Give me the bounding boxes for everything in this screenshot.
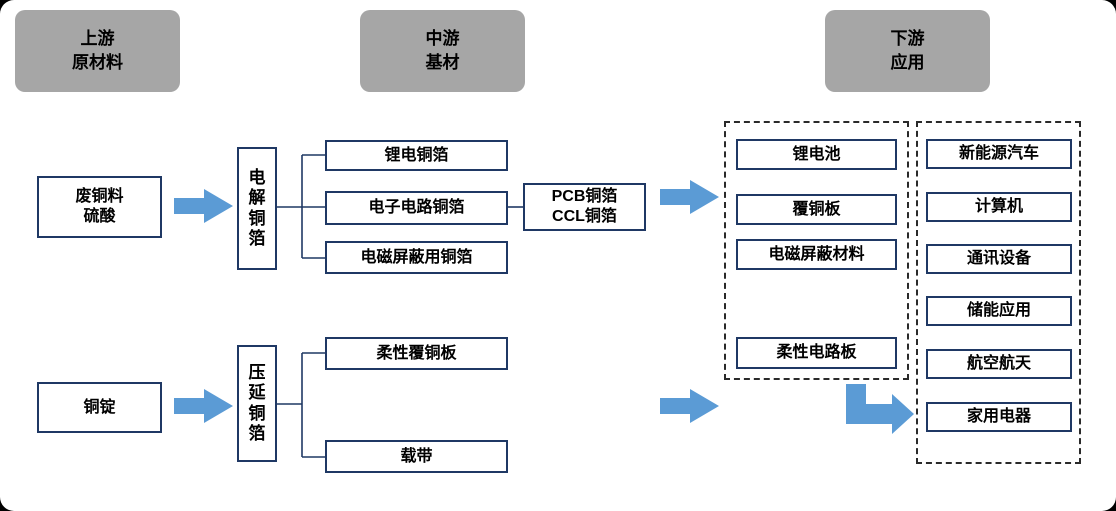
node-copper-clad-laminate: 覆铜板	[736, 194, 897, 225]
node-lithium-battery: 锂电池	[736, 139, 897, 170]
node-rolled-copper-foil-label: 压延铜箔	[248, 362, 266, 443]
arrow-scrap-to-electrolytic	[174, 189, 233, 223]
downstream-materials-group	[724, 121, 909, 380]
downstream-applications-group	[916, 121, 1081, 464]
header-upstream: 上游 原材料	[15, 10, 180, 92]
node-rolled-copper-foil: 压延铜箔	[237, 345, 277, 462]
arrow-midstream-to-downstream-bottom	[660, 389, 719, 423]
arrow-ingot-to-rolled	[174, 389, 233, 423]
node-communication-equipment: 通讯设备	[926, 244, 1072, 274]
node-home-appliances: 家用电器	[926, 402, 1072, 432]
arrow-midstream-to-downstream-top	[660, 180, 719, 214]
header-midstream: 中游 基材	[360, 10, 525, 92]
node-flexible-circuit-board: 柔性电路板	[736, 337, 897, 369]
node-electrolytic-copper-foil-label: 电解铜箔	[248, 167, 266, 248]
node-emi-shielding-material: 电磁屏蔽材料	[736, 239, 897, 270]
node-electrolytic-copper-foil: 电解铜箔	[237, 147, 277, 270]
node-scrap-copper-sulfuric-acid: 废铜料 硫酸	[37, 176, 162, 238]
arrow-materials-to-applications-elbow	[846, 384, 914, 434]
node-pcb-ccl-foil: PCB铜箔 CCL铜箔	[523, 183, 646, 231]
node-computers: 计算机	[926, 192, 1072, 222]
node-energy-storage: 储能应用	[926, 296, 1072, 326]
node-new-energy-vehicles: 新能源汽车	[926, 139, 1072, 169]
node-aerospace: 航空航天	[926, 349, 1072, 379]
node-copper-ingot: 铜锭	[37, 382, 162, 433]
header-downstream: 下游 应用	[825, 10, 990, 92]
node-lithium-battery-foil: 锂电铜箔	[325, 140, 508, 171]
node-carrier-tape: 载带	[325, 440, 508, 473]
node-flexible-copper-clad-laminate: 柔性覆铜板	[325, 337, 508, 370]
node-electronic-circuit-foil: 电子电路铜箔	[325, 191, 508, 225]
node-emi-shielding-foil: 电磁屏蔽用铜箔	[325, 241, 508, 274]
